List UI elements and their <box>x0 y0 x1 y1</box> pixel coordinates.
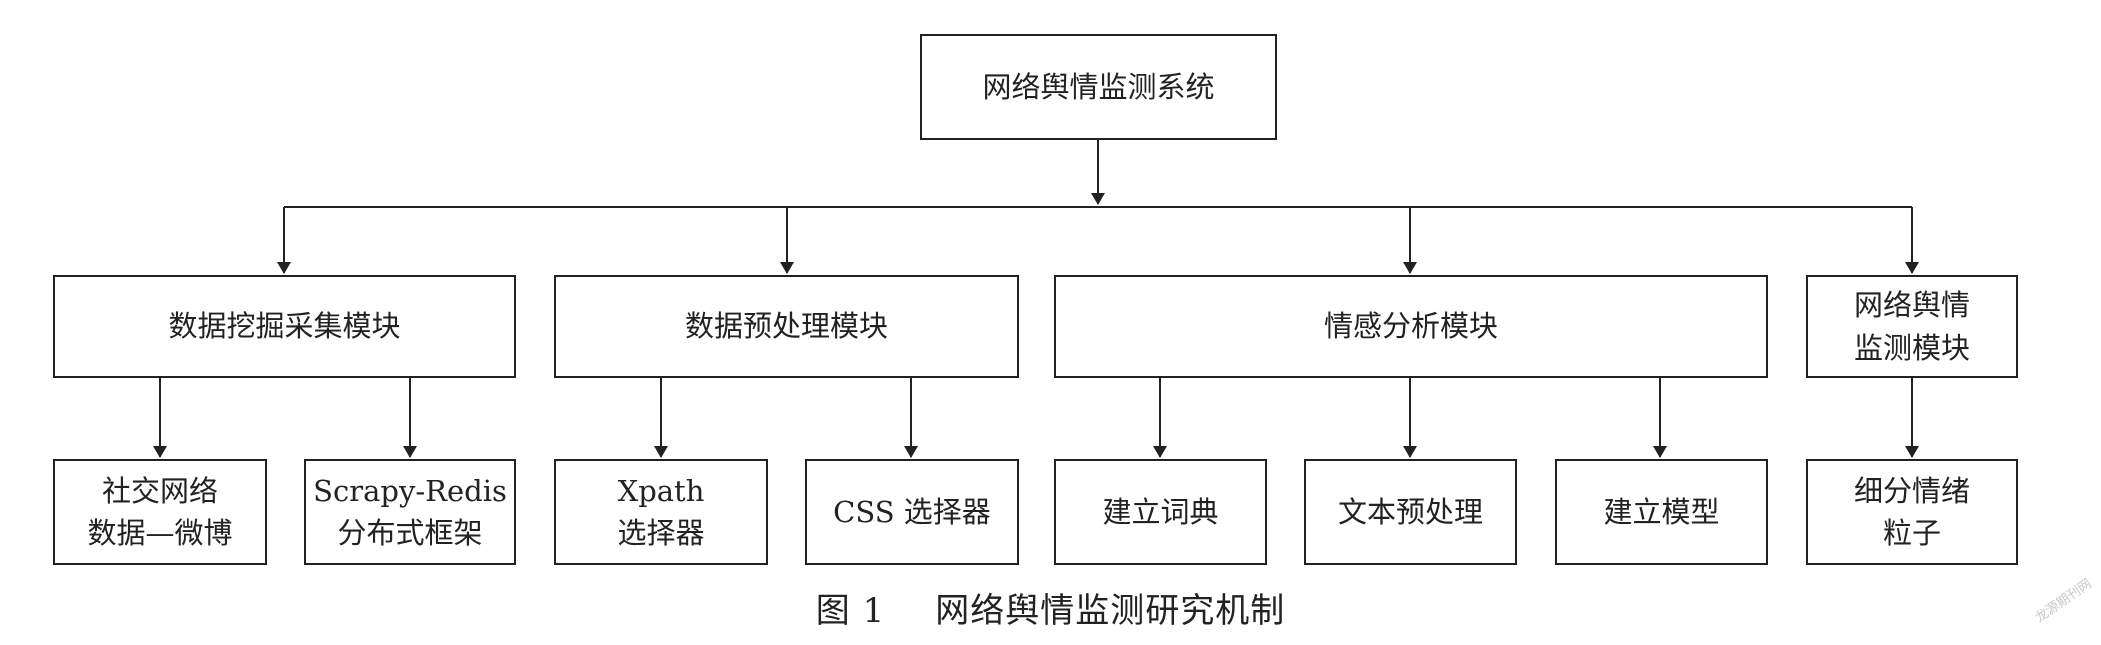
module-monitoring: 网络舆情 监测模块 <box>1806 275 2018 378</box>
leaf-scrapy-redis: Scrapy-Redis 分布式框架 <box>304 459 516 565</box>
leaf-social-weibo: 社交网络 数据—微博 <box>53 459 267 565</box>
module-sentiment: 情感分析模块 <box>1054 275 1768 378</box>
leaf-text-preprocessing: 文本预处理 <box>1304 459 1517 565</box>
root-node: 网络舆情监测系统 <box>920 34 1277 140</box>
leaf-emotion-granularity: 细分情绪 粒子 <box>1806 459 2018 565</box>
module-data-mining: 数据挖掘采集模块 <box>53 275 516 378</box>
leaf-build-dictionary: 建立词典 <box>1054 459 1267 565</box>
leaf-build-model: 建立模型 <box>1555 459 1768 565</box>
module-preprocessing: 数据预处理模块 <box>554 275 1019 378</box>
leaf-xpath: Xpath 选择器 <box>554 459 768 565</box>
leaf-css-selector: CSS 选择器 <box>805 459 1019 565</box>
figure-title: 网络舆情监测研究机制 <box>935 591 1286 631</box>
figure-caption: 图 1 网络舆情监测研究机制 <box>0 583 2101 632</box>
figure-number: 图 1 <box>815 591 886 631</box>
